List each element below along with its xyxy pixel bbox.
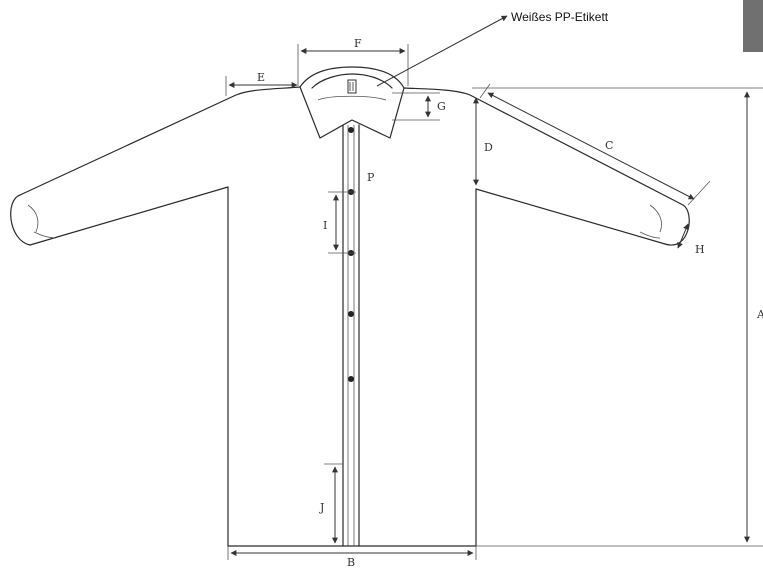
dimension-I (328, 191, 356, 254)
label-D: D (484, 141, 493, 154)
corner-tab (743, 0, 763, 52)
dimension-G (392, 92, 440, 121)
label-B: B (347, 556, 355, 569)
dimension-A (472, 87, 763, 547)
dimension-J (324, 463, 343, 544)
label-C: C (605, 139, 613, 152)
collar-outer (299, 66, 405, 139)
left-cuff-fold-1 (27, 204, 39, 233)
label-J: J (319, 501, 324, 514)
right-sleeve-bottom-edge (475, 188, 666, 245)
left-cuff (10, 194, 31, 246)
collar-inner-line (317, 95, 387, 101)
right-sleeve-top-edge (403, 87, 684, 206)
left-cuff-fold-2 (33, 231, 57, 239)
label-G: G (437, 100, 446, 113)
callout-text: Weißes PP-Etikett (511, 10, 609, 24)
button-5 (348, 376, 354, 382)
left-sleeve-bottom-edge (29, 186, 229, 246)
collar-inner-band (311, 73, 393, 89)
label-H: H (695, 243, 705, 256)
callout-arrow (376, 15, 508, 87)
dimension-H (677, 223, 689, 249)
right-cuff-fold-2 (639, 231, 661, 239)
button-4 (348, 311, 354, 317)
label-I: I (323, 219, 327, 232)
front-placket (342, 124, 360, 547)
collar (299, 66, 405, 139)
right-cuff (664, 204, 690, 246)
label-A: A (756, 308, 763, 321)
pp-label-patch (347, 79, 357, 94)
right-cuff-fold-1 (649, 204, 662, 233)
dimension-B (227, 546, 477, 560)
label-E: E (257, 71, 265, 84)
label-F: F (354, 37, 362, 50)
dimension-E (225, 76, 298, 96)
label-P: P (367, 171, 375, 184)
button-1 (348, 127, 354, 133)
left-sleeve-top-edge (19, 86, 301, 196)
dimension-C (479, 83, 711, 206)
dimension-F (297, 44, 409, 86)
